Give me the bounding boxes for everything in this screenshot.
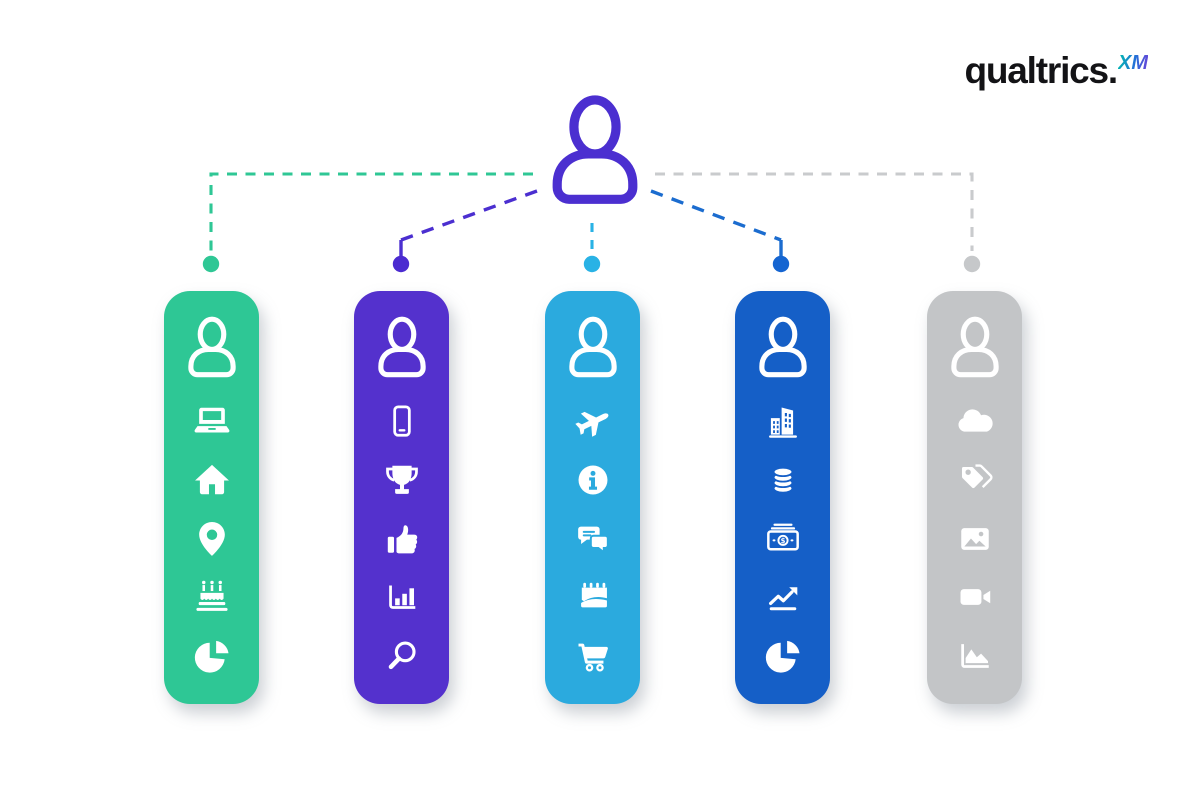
svg-text:$: $ bbox=[780, 537, 785, 545]
connector-dot-3 bbox=[583, 255, 601, 273]
trophy-icon bbox=[380, 458, 424, 502]
column-5 bbox=[927, 291, 1022, 704]
shopping-cart-icon bbox=[571, 634, 615, 678]
money-bill-icon: $ bbox=[761, 517, 805, 561]
connector-1 bbox=[209, 172, 533, 251]
connector-dot-5 bbox=[963, 255, 981, 273]
video-camera-icon bbox=[953, 575, 997, 619]
pie-chart-icon bbox=[761, 634, 805, 678]
city-buildings-icon bbox=[761, 400, 805, 444]
home-icon bbox=[190, 458, 234, 502]
person-icon bbox=[752, 315, 814, 385]
connector-dot-2 bbox=[392, 255, 410, 273]
trend-up-icon bbox=[761, 575, 805, 619]
image-icon bbox=[953, 517, 997, 561]
connector-2 bbox=[400, 189, 538, 242]
area-chart-icon bbox=[953, 634, 997, 678]
person-icon bbox=[541, 92, 649, 218]
laptop-icon bbox=[190, 400, 234, 444]
logo-xm-superscript: XM bbox=[1118, 52, 1148, 74]
info-icon bbox=[571, 458, 615, 502]
column-4: $ bbox=[735, 291, 830, 704]
price-tags-icon bbox=[953, 458, 997, 502]
calendar-icon bbox=[571, 575, 615, 619]
column-1 bbox=[164, 291, 259, 704]
person-icon bbox=[371, 315, 433, 385]
connector-dot-4 bbox=[772, 255, 790, 273]
person-icon bbox=[562, 315, 624, 385]
connector-5 bbox=[655, 172, 974, 251]
logo-wordmark: qualtrics. bbox=[964, 50, 1119, 91]
chat-bubbles-icon bbox=[571, 517, 615, 561]
connector-4 bbox=[650, 189, 782, 242]
bar-chart-icon bbox=[380, 575, 424, 619]
qualtrics-logo: qualtrics.XM bbox=[965, 50, 1149, 92]
birthday-cake-icon bbox=[190, 575, 234, 619]
column-3 bbox=[545, 291, 640, 704]
column-2 bbox=[354, 291, 449, 704]
airplane-icon bbox=[571, 400, 615, 444]
cloud-icon bbox=[953, 400, 997, 444]
pie-chart-icon bbox=[190, 634, 234, 678]
person-icon bbox=[944, 315, 1006, 385]
smartphone-icon bbox=[380, 400, 424, 444]
coins-icon bbox=[761, 458, 805, 502]
person-icon bbox=[181, 315, 243, 385]
search-icon bbox=[380, 634, 424, 678]
thumbs-up-icon bbox=[380, 517, 424, 561]
connector-dot-1 bbox=[202, 255, 220, 273]
map-marker-icon bbox=[190, 517, 234, 561]
